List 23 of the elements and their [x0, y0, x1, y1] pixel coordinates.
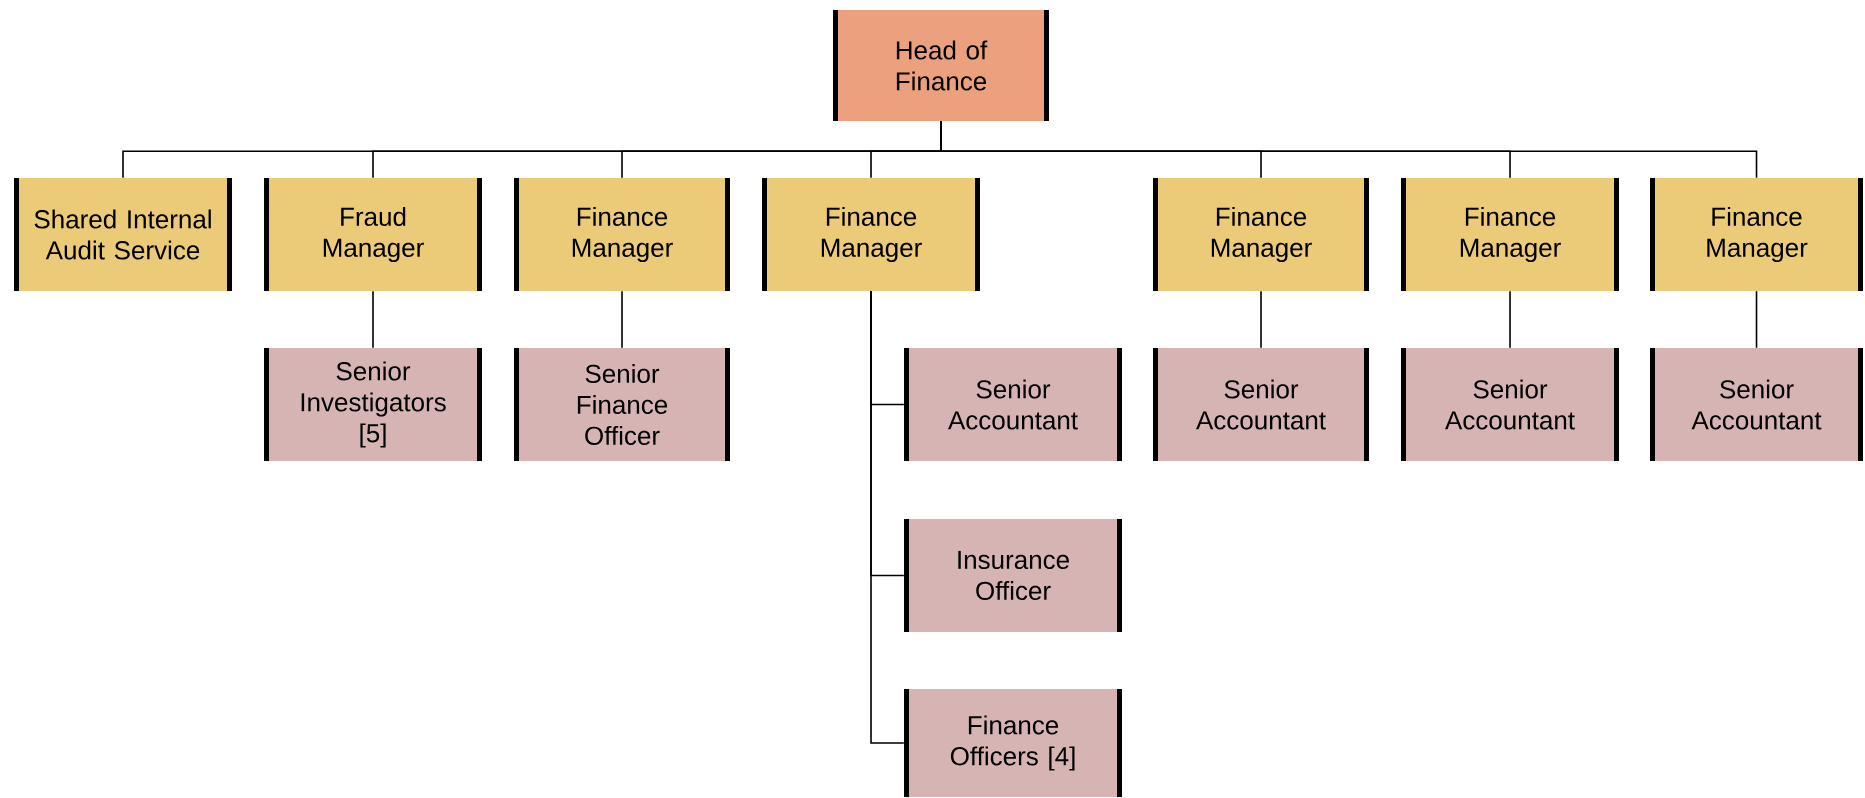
position-box: Finance Manager	[1401, 178, 1619, 291]
connector-line	[1755, 290, 1758, 349]
connector-line	[1509, 290, 1511, 349]
position-box: Senior Accountant	[904, 348, 1122, 461]
position-box: Finance Manager	[514, 178, 730, 291]
position-box: Finance Manager	[762, 178, 980, 291]
position-box: Shared Internal Audit Service	[14, 178, 232, 291]
position-box: Senior Accountant	[1153, 348, 1369, 461]
position-box: Insurance Officer	[904, 519, 1122, 632]
position-box: Finance Officers [4]	[904, 689, 1122, 797]
connector-line	[870, 290, 905, 744]
position-box: Senior Accountant	[1401, 348, 1619, 461]
position-box: Finance Manager	[1153, 178, 1369, 291]
position-box: Head of Finance	[833, 10, 1049, 121]
position-box: Senior Finance Officer	[514, 348, 730, 461]
position-box: Finance Manager	[1650, 178, 1863, 291]
position-box: Fraud Manager	[264, 178, 482, 291]
connector-line	[372, 290, 374, 349]
position-box: Senior Investigators [5]	[264, 348, 482, 461]
connector-line	[940, 120, 1758, 179]
connector-line	[1260, 290, 1262, 349]
connector-line	[621, 290, 623, 349]
position-box: Senior Accountant	[1650, 348, 1863, 461]
